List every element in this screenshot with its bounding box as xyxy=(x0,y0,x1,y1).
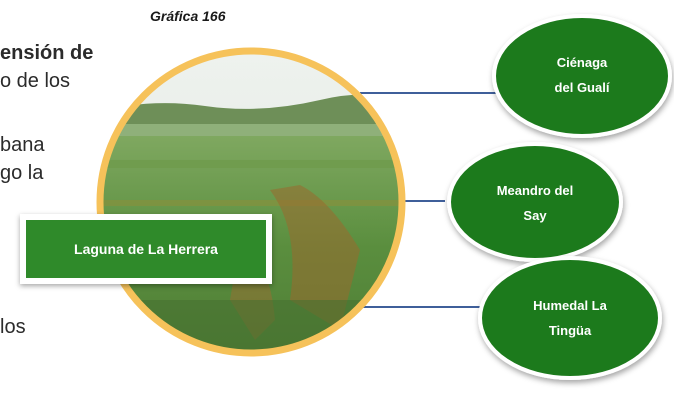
node-meandro-del-say: Meandro del Say xyxy=(447,142,623,262)
node-3-line-1: Humedal La xyxy=(533,298,607,313)
wetland-photo xyxy=(96,47,406,357)
node-1-line-1: Ciénaga xyxy=(557,55,608,70)
node-1-line-2: del Gualí xyxy=(555,80,610,95)
node-humedal-la-tingua: Humedal La Tingüa xyxy=(478,256,662,380)
node-3-line-2: Tingüa xyxy=(549,323,592,338)
center-node-box: Laguna de La Herrera xyxy=(20,214,272,284)
paragraph-fragment-4: go la xyxy=(0,162,44,184)
node-2-line-1: Meandro del xyxy=(497,183,574,198)
paragraph-fragment-5: los xyxy=(0,316,26,338)
node-2-line-2: Say xyxy=(523,208,547,223)
paragraph-fragment-3: bana xyxy=(0,134,45,156)
node-cienaga-del-guali: Ciénaga del Gualí xyxy=(492,14,672,138)
figure-caption: Gráfica 166 xyxy=(150,8,226,24)
paragraph-fragment-1: ensión de xyxy=(0,42,94,64)
center-node-label: Laguna de La Herrera xyxy=(74,241,218,257)
paragraph-fragment-2: o de los xyxy=(0,70,71,92)
